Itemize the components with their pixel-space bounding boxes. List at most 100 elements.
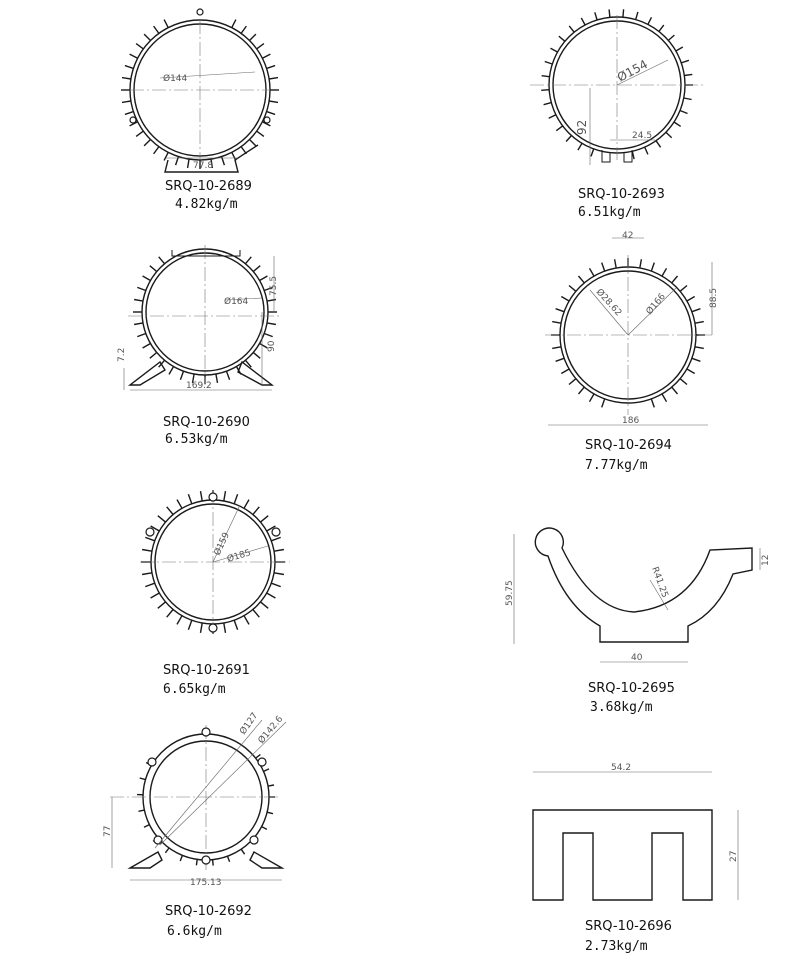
fin [143, 823, 150, 828]
fin [260, 601, 269, 609]
part-code: SRQ-10-2696 [585, 919, 672, 934]
fin [223, 490, 227, 502]
fin [166, 506, 174, 515]
fin [647, 16, 653, 25]
fin [145, 582, 155, 588]
dim-leader [159, 71, 256, 79]
fin [266, 322, 277, 326]
boss-right [271, 527, 281, 537]
fin [555, 357, 565, 362]
fin [565, 135, 573, 142]
fin [544, 60, 553, 65]
fin [244, 256, 252, 265]
fin [252, 506, 260, 515]
dim-leader [649, 579, 669, 611]
part-code: SRQ-10-2689 [165, 179, 252, 194]
fin [150, 525, 160, 532]
fin [580, 17, 586, 26]
fin [622, 9, 625, 18]
fin [179, 855, 184, 862]
fin [552, 320, 562, 324]
fin [266, 110, 276, 116]
part-code: SRQ-10-2695 [588, 681, 675, 696]
fin [665, 131, 673, 139]
dim-label: 54.2 [611, 763, 631, 773]
dim-label: 42 [622, 231, 633, 241]
fin [243, 499, 250, 509]
fin [691, 357, 701, 362]
fin [231, 19, 237, 28]
part-code: SRQ-10-2690 [163, 415, 250, 430]
fin [686, 368, 696, 375]
fin [252, 265, 261, 273]
fin [233, 494, 239, 504]
fin [249, 33, 257, 41]
dim-label: R41.25 [649, 566, 669, 600]
fin [639, 259, 643, 269]
fin [694, 320, 704, 324]
fin [243, 615, 250, 625]
fin [187, 494, 193, 504]
fin [266, 64, 276, 70]
part-code: SRQ-10-2694 [585, 438, 672, 453]
dim-label: Ø28.62 [594, 287, 624, 319]
dim-leader [159, 721, 287, 846]
fin [679, 109, 688, 115]
fin [271, 536, 281, 542]
fin [187, 620, 193, 630]
fin [164, 847, 170, 854]
fin [271, 582, 281, 588]
fin [588, 267, 595, 277]
part-weight: 7.77kg/m [585, 458, 648, 473]
profile-srq-10-2692: Ø127 Ø142.6 77 175.13 SRQ-10-2692 6.6kg/… [103, 711, 287, 939]
dim-label: 186 [622, 416, 639, 426]
fin [671, 386, 679, 395]
dim-leader [212, 545, 269, 563]
fin [273, 572, 285, 576]
fin [555, 125, 564, 132]
dim-leader [616, 59, 669, 86]
profile-srq-10-2693: Ø154 92 24.5 SRQ-10-2693 6.51kg/m [530, 9, 705, 220]
dim-label: Ø144 [163, 73, 188, 84]
dim-label: Ø154 [615, 57, 650, 85]
dim-leader [212, 504, 241, 563]
fin [149, 265, 158, 273]
fin [135, 43, 144, 50]
fin [249, 139, 257, 147]
fin [150, 592, 160, 599]
fin [121, 100, 132, 104]
fin [679, 284, 688, 292]
fin [153, 25, 160, 34]
fin [157, 515, 166, 523]
fin [261, 825, 268, 831]
fin [240, 25, 247, 34]
fin [675, 46, 684, 52]
fin [273, 548, 285, 552]
fin [137, 332, 147, 338]
fin [142, 342, 151, 349]
boss [201, 855, 211, 865]
part-weight: 3.68kg/m [590, 700, 653, 715]
fin [552, 346, 562, 350]
dim-label: 77 [103, 826, 113, 837]
fin [655, 140, 662, 148]
boss [201, 727, 211, 737]
dim-label: 175.13 [190, 878, 222, 888]
fin [210, 158, 214, 169]
fin [176, 499, 183, 509]
fin [215, 373, 219, 384]
fin [256, 130, 265, 137]
fin [266, 525, 276, 532]
part-weight: 6.65kg/m [163, 682, 226, 697]
heat-sink-fins [541, 9, 693, 160]
fin [267, 784, 275, 787]
fin [608, 9, 611, 18]
mounting-foot [164, 144, 259, 173]
fin [262, 53, 271, 59]
fin [568, 284, 577, 292]
dim-label: 92 [575, 120, 589, 135]
boss [147, 757, 157, 767]
fin [157, 601, 166, 609]
fin [568, 378, 577, 386]
boss [153, 835, 163, 845]
